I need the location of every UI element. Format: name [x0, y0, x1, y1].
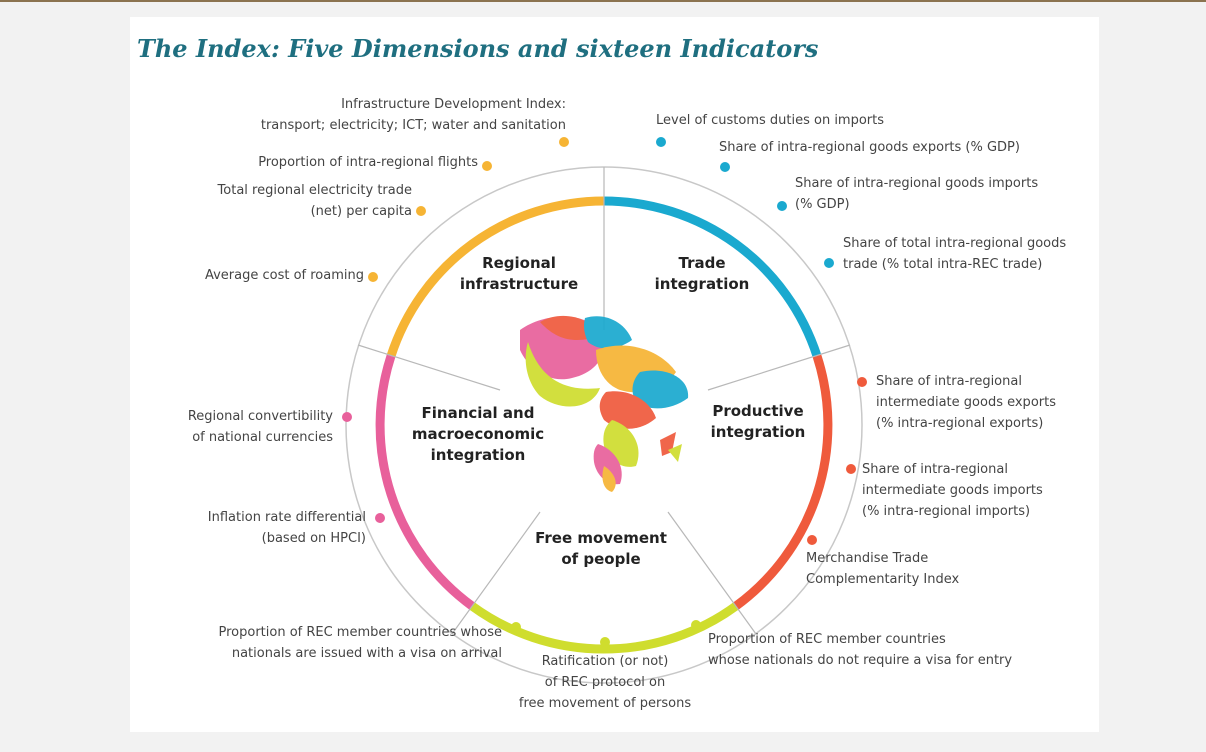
indicator-dot — [559, 137, 569, 147]
arc-productive-integration — [733, 354, 833, 610]
dimension-free-movement: Free movement of people — [535, 529, 667, 568]
indicator-goods-exports: Share of intra-regional goods exports (%… — [719, 140, 1020, 155]
indicator-dot — [482, 161, 492, 171]
indicator-no-visa-required: Proportion of REC member countries whose… — [708, 632, 1013, 668]
indicator-dot — [656, 137, 666, 147]
indicator-dot — [777, 201, 787, 211]
indicator-electricity-trade: Total regional electricity trade (net) p… — [217, 183, 412, 219]
indicator-dot — [720, 162, 730, 172]
indicator-visa-on-arrival: Proportion of REC member countries whose… — [218, 625, 502, 661]
dimension-trade-integration: Trade integration — [654, 254, 750, 293]
indicator-inflation-differential: Inflation rate differential (based on HP… — [207, 510, 366, 546]
top-border — [0, 0, 1206, 2]
indicator-trade-complementarity: Merchandise Trade Complementarity Index — [806, 551, 960, 587]
separator-line — [707, 344, 851, 391]
indicator-intermediate-imports: Share of intra-regional intermediate goo… — [862, 462, 1043, 519]
arc-trade-integration — [603, 196, 822, 358]
indicator-dot — [342, 412, 352, 422]
indicator-goods-imports: Share of intra-regional goods imports (%… — [795, 176, 1039, 212]
figure-title: The Index: Five Dimensions and sixteen I… — [137, 34, 819, 63]
dimension-productive-integration: Productive integration — [710, 402, 806, 441]
arc-free-movement — [469, 602, 739, 654]
indicator-cost-of-roaming: Average cost of roaming — [204, 268, 364, 283]
indicator-protocol-ratification: Ratification (or not) of REC protocol on… — [518, 654, 692, 711]
indicator-dot — [375, 513, 385, 523]
indicator-customs-duties: Level of customs duties on imports — [656, 113, 885, 128]
indicator-dot — [416, 206, 426, 216]
indicator-intermediate-exports: Share of intra-regional intermediate goo… — [876, 374, 1056, 431]
separator-line — [667, 511, 757, 635]
separator-line — [451, 511, 541, 635]
indicator-infrastructure-development-index: Infrastructure Development Index: transp… — [260, 97, 566, 133]
indicator-dot — [857, 377, 867, 387]
dimension-regional-infrastructure: Regional infrastructure — [459, 254, 579, 293]
dimension-financial: Financial and macroeconomic integration — [411, 404, 545, 464]
arc-infrastructure — [386, 196, 605, 358]
indicator-currency-convertibility: Regional convertibility of national curr… — [187, 409, 333, 445]
indicator-dot — [846, 464, 856, 474]
indicator-dot — [824, 258, 834, 268]
indicator-dot — [511, 622, 521, 632]
indicator-dot — [368, 272, 378, 282]
indicator-dot — [600, 637, 610, 647]
arc-financial — [375, 354, 475, 610]
indicator-dot — [691, 620, 701, 630]
africa-logo — [520, 315, 689, 492]
indicator-dot — [807, 535, 817, 545]
indicator-intra-regional-flights: Proportion of intra-regional flights — [258, 155, 478, 170]
indicator-total-goods-trade: Share of total intra-regional goods trad… — [843, 236, 1067, 272]
separator-line — [357, 344, 501, 391]
